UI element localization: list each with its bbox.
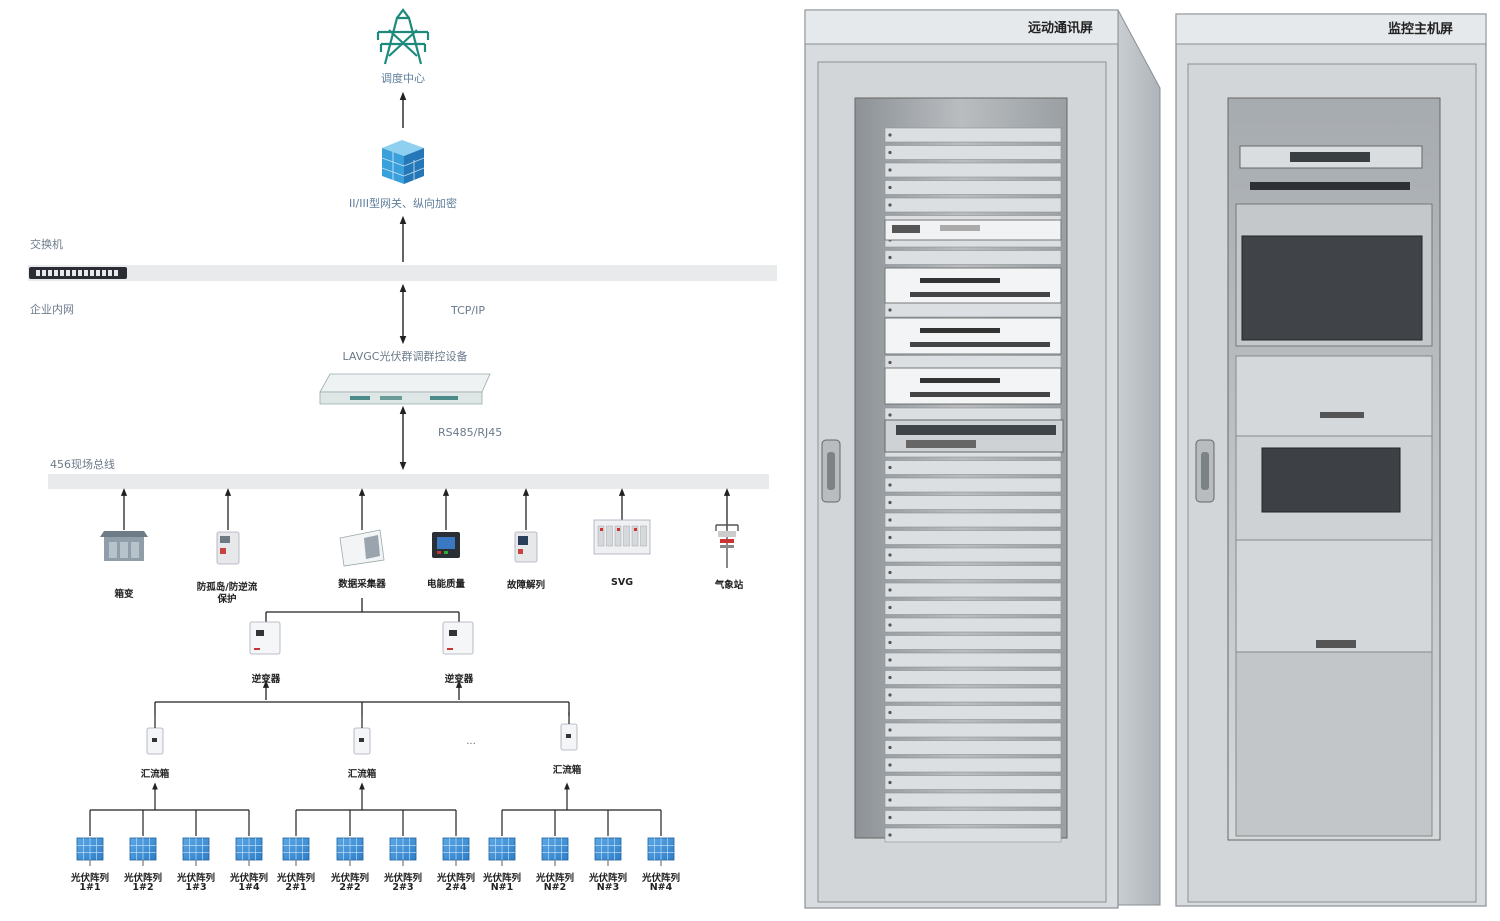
inverter-label: 逆变器 <box>444 674 474 685</box>
transmission-tower-icon <box>376 8 430 65</box>
panel-label: 光伏阵列 <box>641 873 681 884</box>
device-label: 电能质量 <box>426 579 466 590</box>
inverter-label: 逆变器 <box>251 674 281 685</box>
combiner-label: 汇流箱 <box>347 769 377 780</box>
solar-panel-icon <box>389 837 417 866</box>
comm-cabinet <box>804 9 1161 909</box>
panel-label: 光伏阵列 <box>482 873 522 884</box>
intranet-label: 企业内网 <box>30 303 74 316</box>
combiner-box-icon <box>353 716 371 755</box>
controller-device-icon <box>319 373 491 405</box>
gateway-label: II/III型网关、纵向加密 <box>349 197 457 210</box>
panel-id-label: 1#2 <box>132 882 154 893</box>
device-label: 气象站 <box>714 580 744 591</box>
panel-label: 光伏阵列 <box>229 873 269 884</box>
device-label: 防孤岛/防逆流 <box>196 582 258 593</box>
panel-id-label: 2#4 <box>445 882 467 893</box>
panel-id-label: N#3 <box>596 882 620 893</box>
panel-id-label: 2#1 <box>285 882 307 893</box>
solar-panel-icon <box>282 837 310 866</box>
solar-panel-icon <box>336 837 364 866</box>
box-transformer-icon <box>100 531 148 561</box>
solar-panel-icon <box>541 837 569 866</box>
panel-bus <box>501 809 662 836</box>
protection-relay-icon <box>216 531 240 565</box>
combiner-box-icon <box>146 716 164 755</box>
combiner-label: 汇流箱 <box>552 765 582 776</box>
fieldbus-bar <box>48 474 769 489</box>
panel-label: 光伏阵列 <box>123 873 163 884</box>
intranet-bus-bar <box>28 265 777 281</box>
panel-id-label: N#1 <box>490 882 514 893</box>
device-label: 故障解列 <box>506 580 546 591</box>
host-cabinet <box>1175 13 1487 907</box>
panel-id-label: 1#3 <box>185 882 207 893</box>
firewall-icon <box>381 140 425 184</box>
panel-label: 光伏阵列 <box>70 873 110 884</box>
solar-panel-icon <box>594 837 622 866</box>
topology-diagram <box>28 8 777 866</box>
data-collector-icon <box>339 529 385 567</box>
switch-label: 交换机 <box>30 238 63 251</box>
solar-panel-icon <box>182 837 210 866</box>
solar-panel-icon <box>235 837 263 866</box>
solar-panel-icon <box>488 837 516 866</box>
power-quality-meter-icon <box>432 532 460 558</box>
device-label: 数据采集器 <box>338 579 386 590</box>
panel-bus <box>89 809 250 836</box>
collector-to-inverter-lines <box>265 598 460 622</box>
panel-label: 光伏阵列 <box>535 873 575 884</box>
panel-bus <box>295 809 457 836</box>
panel-id-label: N#4 <box>649 882 673 893</box>
device-label: SVG <box>611 577 633 588</box>
svg-cabinet-icon <box>593 519 651 555</box>
dispatch-center-label: 调度中心 <box>381 72 425 85</box>
network-switch-icon <box>29 267 127 279</box>
inverter-to-combiner-lines <box>154 701 570 716</box>
panel-id-label: 2#3 <box>392 882 414 893</box>
panel-id-label: 1#1 <box>79 882 101 893</box>
solar-panel-icon <box>129 837 157 866</box>
comm-cabinet-title: 远动通讯屏 <box>1028 21 1094 36</box>
panel-label: 光伏阵列 <box>176 873 216 884</box>
device-label: 箱变 <box>114 589 134 600</box>
panel-id-label: 2#2 <box>339 882 361 893</box>
panel-label: 光伏阵列 <box>330 873 370 884</box>
rs485-label: RS485/RJ45 <box>438 426 503 439</box>
combiner-box-icon <box>560 712 578 751</box>
fieldbus-label: 456现场总线 <box>50 458 115 471</box>
ellipsis-label: ... <box>466 736 476 747</box>
weather-station-icon <box>715 520 739 568</box>
panel-id-label: 1#4 <box>238 882 260 893</box>
panel-id-label: N#2 <box>543 882 567 893</box>
inverter-icon <box>442 621 474 655</box>
panel-label: 光伏阵列 <box>588 873 628 884</box>
tcpip-label: TCP/IP <box>451 304 485 317</box>
device-label-line2: 保护 <box>217 594 237 605</box>
host-cabinet-title: 监控主机屏 <box>1388 22 1454 37</box>
combiner-label: 汇流箱 <box>140 769 170 780</box>
panel-label: 光伏阵列 <box>436 873 476 884</box>
solar-panel-icon <box>442 837 470 866</box>
cabinet-photos <box>804 9 1487 909</box>
panel-label: 光伏阵列 <box>276 873 316 884</box>
panel-label: 光伏阵列 <box>383 873 423 884</box>
fault-splitting-device-icon <box>514 531 538 563</box>
solar-panel-icon <box>647 837 675 866</box>
inverter-icon <box>249 621 281 655</box>
controller-label: LAVGC光伏群调群控设备 <box>342 350 468 363</box>
solar-panel-icon <box>76 837 104 866</box>
